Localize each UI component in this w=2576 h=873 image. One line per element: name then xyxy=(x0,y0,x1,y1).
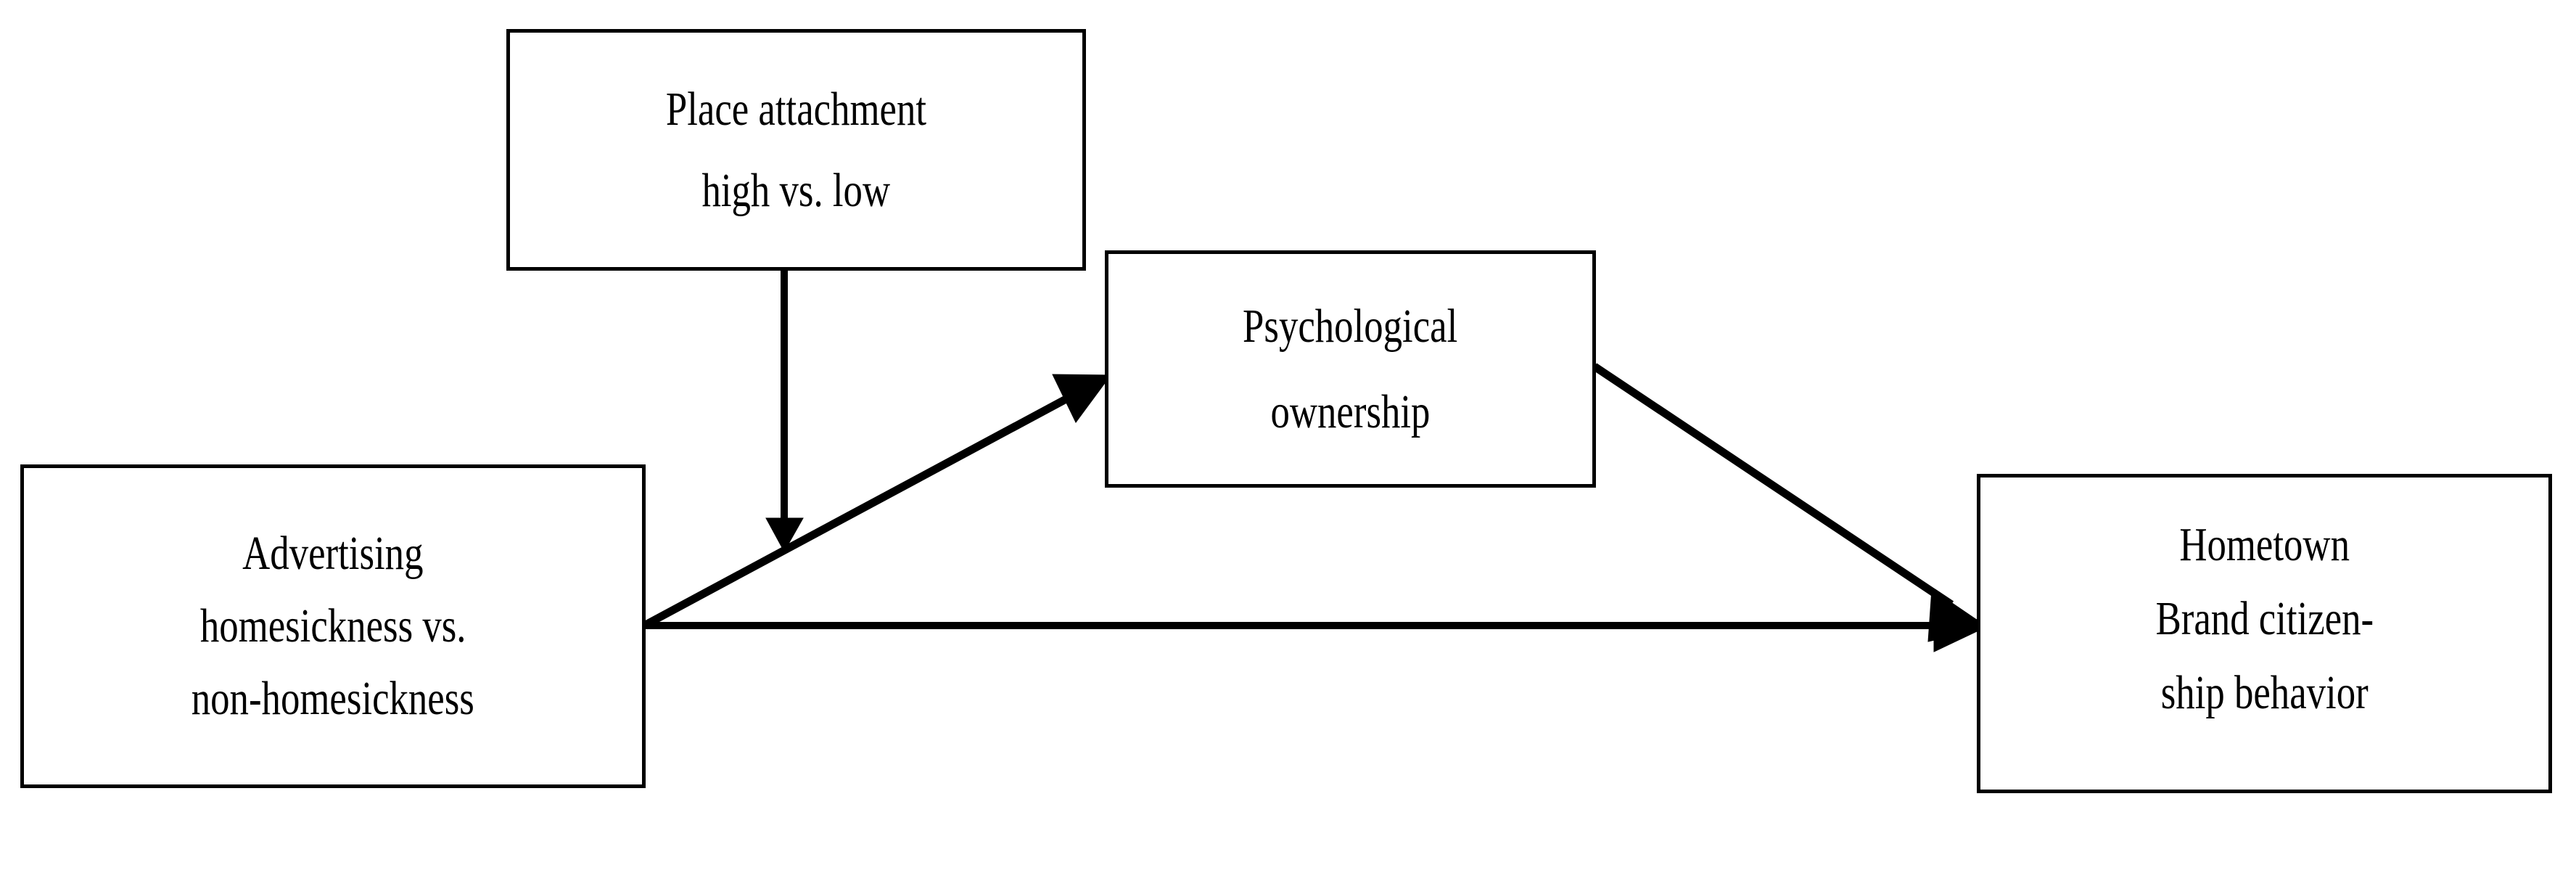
node-place-attachment-line-1: Place attachment xyxy=(665,82,927,136)
node-advertising-homesickness-line-2: homesickness vs. xyxy=(199,599,466,652)
node-hometown-bcb-line-2: Brand citizen- xyxy=(2155,592,2374,645)
edge-iv-to-dv-direct xyxy=(644,599,1991,652)
edge-moderation-arrow xyxy=(765,271,804,553)
node-hometown-bcb-line-1: Hometown xyxy=(2179,518,2350,571)
node-psychological-ownership[interactable]: Psychological ownership xyxy=(1105,250,1596,488)
node-advertising-homesickness[interactable]: Advertising homesickness vs. non-homesic… xyxy=(20,464,646,788)
node-psychological-ownership-line-1: Psychological xyxy=(1243,299,1458,353)
node-hometown-brand-citizenship-behavior[interactable]: Hometown Brand citizen- ship behavior xyxy=(1977,474,2552,793)
node-place-attachment-line-2: high vs. low xyxy=(701,163,891,217)
node-advertising-homesickness-line-3: non-homesickness xyxy=(191,672,475,725)
edge-iv-to-mediator xyxy=(642,374,1111,629)
node-place-attachment[interactable]: Place attachment high vs. low xyxy=(506,29,1086,271)
node-hometown-bcb-line-3: ship behavior xyxy=(2160,666,2369,719)
node-psychological-ownership-line-2: ownership xyxy=(1270,385,1431,438)
edge-mediator-to-dv xyxy=(1592,363,1990,642)
node-advertising-homesickness-line-1: Advertising xyxy=(242,527,424,580)
